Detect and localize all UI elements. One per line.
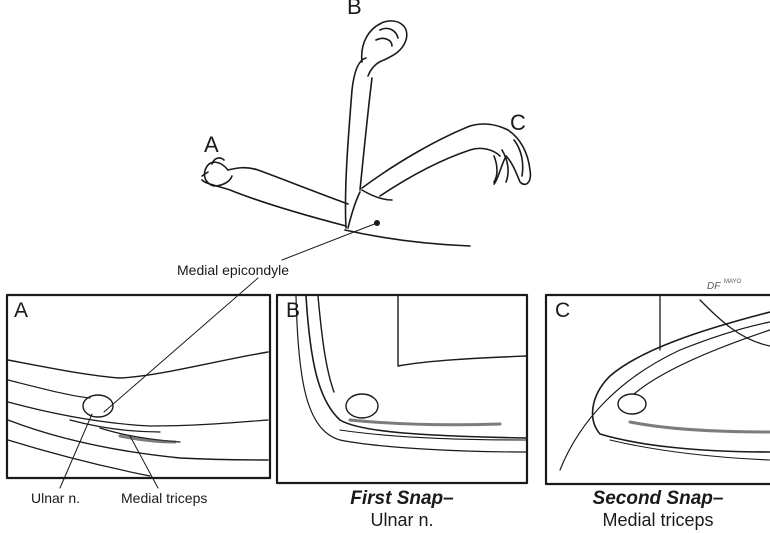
forearm-c-bottom bbox=[380, 148, 500, 196]
ulnar-nerve-label: Ulnar n. bbox=[31, 490, 80, 506]
forearm-a-bottom bbox=[202, 180, 346, 226]
second-snap-caption: Second Snap– bbox=[568, 488, 748, 510]
triceps-leader bbox=[130, 436, 158, 488]
forearm-a-top bbox=[228, 168, 348, 204]
panel-a-frame bbox=[7, 295, 270, 478]
position-label-c: C bbox=[510, 110, 526, 136]
upper-arm-outline bbox=[348, 192, 360, 228]
epicondyle-leader-down bbox=[104, 278, 258, 412]
artist-initials: DF bbox=[707, 281, 720, 292]
upper-arm-bottom bbox=[345, 230, 470, 246]
panel-a-drawing bbox=[7, 295, 270, 488]
fingers-a bbox=[202, 158, 224, 176]
position-label-a: A bbox=[204, 132, 219, 158]
medial-epicondyle-label: Medial epicondyle bbox=[177, 262, 289, 278]
second-snap-subcaption: Medial triceps bbox=[568, 510, 748, 531]
medial-triceps-label: Medial triceps bbox=[121, 490, 207, 506]
hand-a bbox=[204, 162, 232, 186]
first-snap-subcaption: Ulnar n. bbox=[322, 510, 482, 531]
panel-c-letter: C bbox=[555, 299, 570, 323]
hand-c bbox=[494, 130, 530, 184]
fingers-b bbox=[376, 28, 398, 46]
epicondyle-leader-top bbox=[282, 223, 377, 260]
panel-a-letter: A bbox=[14, 299, 28, 323]
artist-mark: MAYO bbox=[724, 279, 741, 285]
panel-b-letter: B bbox=[286, 299, 300, 323]
arm-positions-drawing bbox=[104, 21, 530, 412]
panel-c-drawing bbox=[546, 295, 770, 484]
panel-b-drawing bbox=[277, 295, 527, 483]
forearm-b-right bbox=[360, 78, 372, 190]
panel-b-frame bbox=[277, 295, 527, 483]
forearm-c-top bbox=[362, 124, 508, 188]
first-snap-caption: First Snap– bbox=[322, 488, 482, 510]
position-label-b: B bbox=[347, 0, 362, 20]
panel-c-frame bbox=[546, 295, 770, 484]
